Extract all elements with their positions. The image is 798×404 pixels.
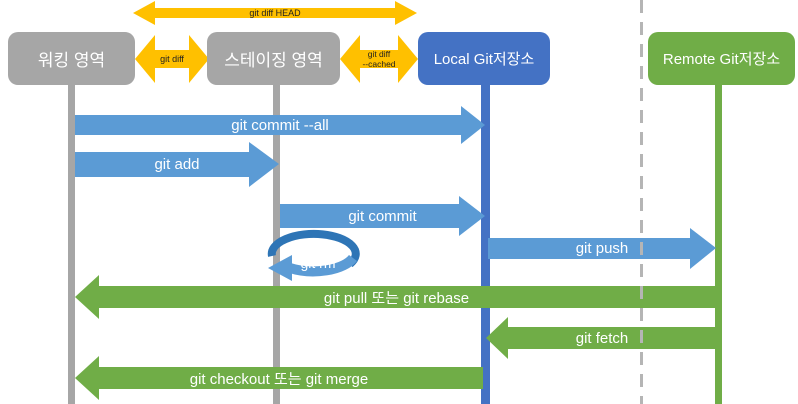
arrow-body (75, 152, 249, 177)
arrow-body (358, 50, 400, 68)
lifeline-local-repo (481, 84, 490, 404)
arrow-git-fetch-label: git fetch (575, 329, 629, 347)
header-local-repo-label: Local Git저장소 (433, 51, 535, 68)
arrow-body (153, 8, 397, 18)
arrowhead-right-icon (249, 142, 279, 187)
arrow-git-diff-head-label: git diff HEAD (249, 8, 301, 18)
arrow-body (75, 115, 461, 135)
arrow-body (99, 286, 718, 308)
arrow-git-diff: git diff (135, 35, 209, 83)
remote-boundary-dashed-line (640, 0, 643, 404)
arrow-git-commit-label: git commit (348, 207, 417, 225)
arrow-git-commit-all-label: git commit --all (231, 116, 329, 134)
arrow-body (280, 204, 459, 228)
header-staging-area-label: 스테이징 영역 (224, 51, 323, 70)
arrowhead-right-icon (398, 35, 418, 83)
arrow-git-push: git push (488, 228, 716, 269)
arrowhead-left-icon (133, 1, 155, 25)
arrow-body (488, 238, 690, 259)
header-working-area: 워킹 영역 (8, 32, 135, 85)
arrow-git-rm-label: git rm (300, 255, 336, 271)
arrowhead-left-icon (340, 35, 360, 83)
arrowhead-right-icon (690, 228, 716, 269)
arrowhead-left-icon (75, 356, 99, 400)
arrow-git-fetch: git fetch (486, 317, 718, 359)
arrow-git-add: git add (75, 142, 279, 187)
lifeline-working-area (68, 84, 75, 404)
header-working-area-label: 워킹 영역 (37, 51, 106, 70)
header-local-repo: Local Git저장소 (418, 32, 550, 85)
git-rm-loop-arrow (267, 229, 360, 281)
loop-top-arc (267, 229, 360, 268)
arrow-git-diff-label: git diff (160, 54, 184, 64)
loop-bottom-arc (288, 254, 358, 277)
header-remote-repo-label: Remote Git저장소 (662, 51, 781, 68)
arrow-git-diff-cached-label: git diff --cached (362, 48, 396, 69)
arrow-git-push-label: git push (575, 240, 629, 257)
arrow-body (508, 327, 718, 349)
arrowhead-right-icon (395, 1, 417, 25)
arrow-body (153, 50, 191, 68)
lifeline-remote-repo (715, 84, 722, 404)
arrow-git-add-label: git add (154, 156, 200, 173)
arrowhead-right-icon (459, 196, 485, 236)
arrow-git-commit: git commit (280, 196, 485, 236)
arrowhead-left-icon (486, 317, 508, 359)
arrowhead-left-icon (75, 275, 99, 319)
arrow-git-pull-rebase: git pull 또는 git rebase (75, 275, 718, 319)
arrow-git-checkout-merge-label: git checkout 또는 git merge (189, 370, 369, 388)
arrow-git-checkout-merge: git checkout 또는 git merge (75, 356, 483, 400)
header-remote-repo: Remote Git저장소 (648, 32, 795, 85)
arrowhead-left-icon (268, 255, 292, 281)
arrowhead-left-icon (135, 35, 155, 83)
arrow-git-diff-head: git diff HEAD (133, 1, 417, 25)
arrow-git-commit-all: git commit --all (75, 106, 485, 144)
arrow-body (99, 367, 483, 389)
arrowhead-right-icon (461, 106, 485, 144)
arrow-git-diff-cached: git diff --cached (340, 35, 418, 83)
header-staging-area: 스테이징 영역 (207, 32, 340, 85)
arrow-git-pull-rebase-label: git pull 또는 git rebase (323, 289, 470, 307)
arrowhead-right-icon (189, 35, 209, 83)
